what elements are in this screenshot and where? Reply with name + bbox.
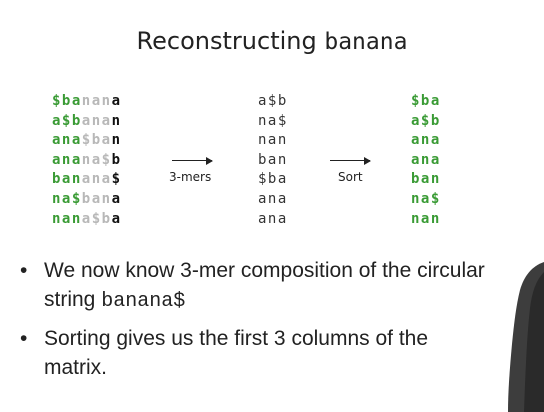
- bullet-dot-icon: •: [20, 327, 28, 350]
- rotation-segment: ban: [52, 171, 82, 188]
- sorted-three-mer-row: ana: [411, 151, 441, 168]
- rotation-row: anana$b: [52, 151, 122, 171]
- rotation-segment: a$b: [81, 210, 112, 227]
- bullet-text: We now know 3-mer composition of the cir…: [44, 259, 485, 311]
- sorted-three-mers-column: $ba a$b ana ana ban na$ nan: [411, 92, 441, 229]
- sorted-three-mer-row: a$b: [411, 112, 441, 129]
- rotation-segment: ana: [81, 112, 112, 129]
- rotation-row: nana$ba: [52, 210, 122, 230]
- rotation-row: a$banan: [52, 112, 122, 132]
- title-word: banana: [324, 29, 408, 55]
- rotation-segment: $ba: [52, 93, 82, 109]
- rotation-segment: ban: [81, 190, 112, 207]
- three-mer-row: ana: [258, 190, 288, 207]
- three-mer-row: ana: [258, 210, 288, 227]
- rotation-segment: na$: [81, 151, 112, 168]
- sorted-three-mer-row: na$: [411, 190, 441, 207]
- rotation-segment: nan: [52, 210, 82, 227]
- rotation-segment: a: [111, 93, 122, 109]
- rotation-segment: ana: [52, 151, 82, 168]
- arrow-label-3mers: 3-mers: [169, 170, 212, 184]
- rotation-segment: $ba: [81, 132, 112, 149]
- rotation-segment: a$b: [52, 112, 82, 129]
- three-mer-row: na$: [258, 112, 288, 129]
- three-mer-row: nan: [258, 132, 288, 149]
- bullet-mono-text: banana$: [101, 290, 186, 313]
- rotation-segment: na$: [52, 190, 82, 207]
- presenter-silhouette: [508, 262, 544, 412]
- rotation-segment: ana: [81, 171, 112, 188]
- bullet-list: • We now know 3-mer composition of the c…: [20, 256, 490, 390]
- arrow-label-sort: Sort: [338, 170, 363, 184]
- sorted-three-mer-row: ban: [411, 171, 441, 188]
- rotation-segment: a: [111, 190, 122, 207]
- rotation-row: na$bana: [52, 190, 122, 210]
- sorted-three-mer-row: nan: [411, 210, 441, 227]
- bullet-dot-icon: •: [20, 259, 28, 282]
- slide-title: Reconstructing banana: [0, 26, 544, 57]
- rotation-row: banana$: [52, 170, 122, 190]
- three-mer-row: $ba: [258, 171, 288, 188]
- rotation-segment: a: [111, 210, 122, 227]
- bullet-text: Sorting gives us the first 3 columns of …: [44, 327, 429, 379]
- bullet-item: • Sorting gives us the first 3 columns o…: [20, 324, 490, 382]
- sorted-three-mer-row: ana: [411, 132, 441, 149]
- rotation-segment: nan: [81, 93, 112, 109]
- title-text: Reconstructing: [136, 27, 325, 55]
- rotation-segment: ana: [52, 132, 82, 149]
- bullet-item: • We now know 3-mer composition of the c…: [20, 256, 490, 316]
- rotation-segment: b: [111, 151, 122, 168]
- sorted-three-mer-row: $ba: [411, 93, 441, 109]
- rotation-segment: n: [111, 132, 122, 149]
- rotation-row: ana$ban: [52, 131, 122, 151]
- arrow-right-icon: [172, 156, 213, 165]
- rotation-row: $banana: [52, 92, 122, 112]
- arrow-right-icon: [330, 156, 371, 165]
- three-mers-column: a$b na$ nan ban $ba ana ana: [258, 92, 288, 229]
- rotation-segment: n: [111, 112, 122, 129]
- three-mer-row: ban: [258, 151, 288, 168]
- rotation-segment: $: [111, 171, 122, 188]
- three-mer-row: a$b: [258, 93, 288, 109]
